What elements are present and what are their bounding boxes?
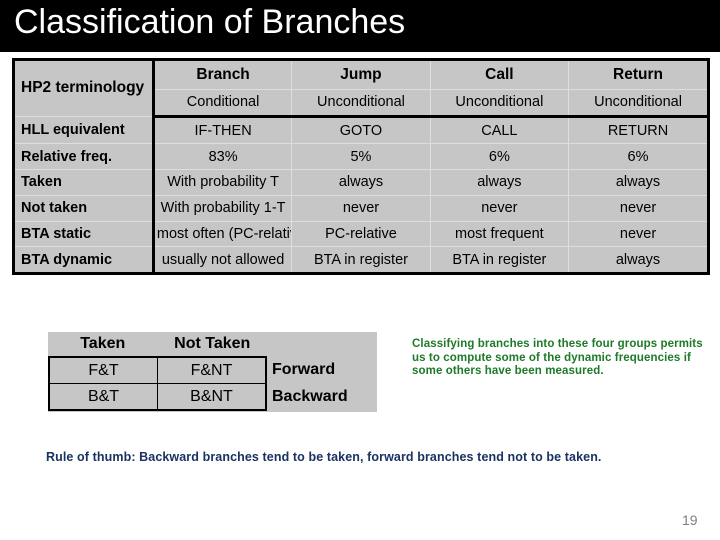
cell-freq-return: 6% — [568, 143, 707, 170]
table-corner-label: HP2 terminology — [15, 61, 154, 117]
quadrant-cell-fnt: F&NT — [157, 356, 267, 384]
cell-taken-call: always — [429, 169, 569, 196]
cell-nottaken-branch: With probability 1-T — [151, 194, 292, 222]
annotation-text: Classifying branches into these four gro… — [412, 338, 703, 377]
quadrant-direction-labels: Forward Backward — [272, 356, 377, 410]
row-label-hll-equivalent: HLL equivalent — [15, 115, 154, 144]
cell-taken-branch: With probability T — [151, 169, 292, 196]
cell-hll-call: CALL — [429, 115, 569, 144]
cell-taken-jump: always — [291, 169, 431, 196]
column-header-jump: Jump — [291, 61, 431, 90]
row-label-bta-dynamic: BTA dynamic — [15, 246, 154, 272]
quadrant-label-backward: Backward — [272, 388, 348, 405]
column-condition-jump: Unconditional — [291, 88, 431, 118]
row-label-taken: Taken — [15, 169, 154, 196]
cell-btastatic-jump: PC-relative — [291, 220, 431, 247]
table-row: BTA static most often (PC-relative) PC-r… — [15, 220, 707, 247]
page-title: Classification of Branches — [14, 3, 406, 41]
column-header-call: Call — [429, 61, 569, 90]
quadrant-row-forward: F&T F&NT — [48, 356, 267, 384]
quadrant-row-backward: B&T B&NT — [48, 383, 267, 411]
cell-nottaken-call: never — [429, 194, 569, 222]
quadrant-header-not-taken: Not Taken — [174, 335, 251, 352]
title-banner: Classification of Branches — [0, 0, 720, 52]
row-label-bta-static: BTA static — [15, 220, 154, 247]
quadrant-cell-bt: B&T — [48, 383, 158, 411]
column-condition-branch: Conditional — [151, 88, 292, 118]
cell-hll-return: RETURN — [568, 115, 707, 144]
cell-btastatic-call: most frequent — [429, 220, 569, 247]
cell-btastatic-return: never — [568, 220, 707, 247]
rule-of-thumb-text: Rule of thumb: Backward branches tend to… — [46, 450, 602, 464]
row-label-not-taken: Not taken — [15, 194, 154, 222]
table-row: Not taken With probability 1-T never nev… — [15, 194, 707, 222]
column-header-return: Return — [568, 61, 707, 90]
table-row: BTA dynamic usually not allowed BTA in r… — [15, 246, 707, 272]
cell-btastatic-branch: most often (PC-relative) — [151, 220, 292, 247]
quadrant-grid: F&T F&NT B&T B&NT — [48, 356, 267, 411]
column-header-branch: Branch — [151, 61, 292, 90]
cell-btadynamic-branch: usually not allowed — [151, 246, 292, 272]
cell-freq-jump: 5% — [291, 143, 431, 170]
table-header-row-primary: HP2 terminology Branch Jump Call Return — [15, 61, 707, 117]
table-row: HLL equivalent IF-THEN GOTO CALL RETURN — [15, 115, 707, 144]
table-row: Relative freq. 83% 5% 6% 6% — [15, 143, 707, 170]
row-label-relative-freq: Relative freq. — [15, 143, 154, 170]
cell-hll-branch: IF-THEN — [151, 115, 292, 144]
cell-nottaken-return: never — [568, 194, 707, 222]
quadrant-header-taken: Taken — [80, 335, 126, 352]
cell-taken-return: always — [568, 169, 707, 196]
branch-classification-table: HP2 terminology Branch Jump Call Return … — [12, 58, 710, 275]
cell-freq-branch: 83% — [151, 143, 292, 170]
cell-btadynamic-return: always — [568, 246, 707, 272]
cell-hll-jump: GOTO — [291, 115, 431, 144]
quadrant-cell-bnt: B&NT — [157, 383, 267, 411]
forward-backward-quadrant: Taken Not Taken F&T F&NT B&T B&NT Forwar… — [48, 332, 377, 412]
page-number: 19 — [682, 512, 698, 528]
cell-nottaken-jump: never — [291, 194, 431, 222]
cell-btadynamic-jump: BTA in register — [291, 246, 431, 272]
column-condition-return: Unconditional — [568, 88, 707, 118]
cell-btadynamic-call: BTA in register — [429, 246, 569, 272]
table-header-row-condition: Conditional Unconditional Unconditional … — [15, 88, 707, 118]
column-condition-call: Unconditional — [429, 88, 569, 118]
table-row: Taken With probability T always always a… — [15, 169, 707, 196]
quadrant-cell-ft: F&T — [48, 356, 158, 384]
quadrant-label-forward: Forward — [272, 361, 336, 378]
cell-freq-call: 6% — [429, 143, 569, 170]
quadrant-header-row: Taken Not Taken — [48, 332, 267, 356]
